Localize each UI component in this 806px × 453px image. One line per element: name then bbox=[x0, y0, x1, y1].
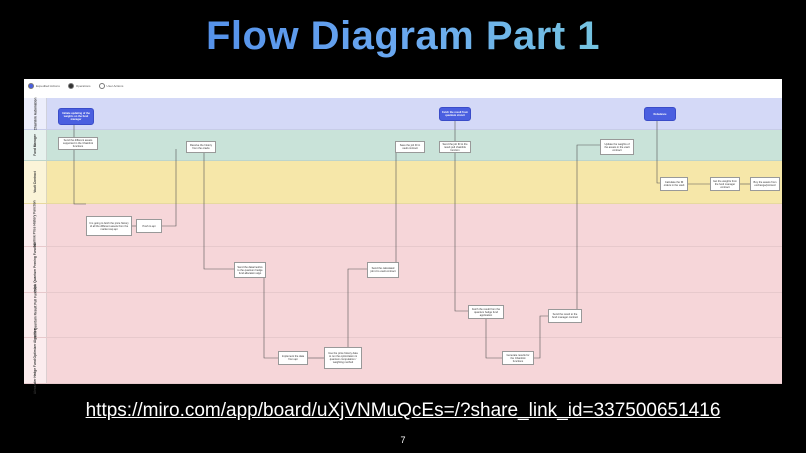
node-generate-results[interactable]: Generate results for the Chainlink funct… bbox=[502, 351, 534, 365]
legend-dot-icon bbox=[28, 83, 34, 89]
swimlanes: Chainlink Automation Fund Manager Vault … bbox=[24, 97, 782, 394]
miro-board[interactable]: Expedited Actions Operations User Action… bbox=[24, 79, 782, 394]
node-fetch-price-history[interactable]: It is going to fetch the price history o… bbox=[86, 216, 132, 236]
connector bbox=[203, 149, 234, 270]
connector bbox=[656, 121, 660, 184]
lane-vault-contract: Vault Contract bbox=[24, 161, 782, 204]
node-fetch-from-application[interactable]: Fetch the result from the quantum hedge … bbox=[468, 305, 504, 319]
connector bbox=[485, 319, 502, 359]
connector bbox=[576, 144, 600, 316]
node-send-to-fund-manager[interactable]: Send the result to the fund manager cont… bbox=[548, 309, 582, 323]
node-update-weights[interactable]: Update the weights of the assets in the … bbox=[600, 139, 634, 155]
node-calculate-fill-orders[interactable]: Calculate the fill orders in the vault bbox=[660, 177, 688, 191]
connector bbox=[263, 276, 278, 359]
node-push-to-api[interactable]: Push to api bbox=[136, 219, 162, 233]
lane-quantum-proving: Chainlink Quantum Proving Function bbox=[24, 241, 782, 298]
lane-optimizer-algorithm: Alexander Hedge Fund Optimizer Algorithm bbox=[24, 327, 782, 394]
page-number: 7 bbox=[400, 435, 406, 445]
legend-label: User Actions bbox=[106, 84, 124, 88]
connector bbox=[347, 268, 367, 358]
lane-quantum-result: Chainlink Quantum Result Pull Function bbox=[24, 285, 782, 345]
board-share-link[interactable]: https://miro.com/app/board/uXjVNMuQcEs=/… bbox=[85, 400, 721, 421]
node-get-weights[interactable]: Get the weights from the fund manager co… bbox=[710, 177, 740, 191]
node-initiate-weights[interactable]: Initiate updating of the weights on the … bbox=[58, 108, 94, 125]
node-buy-assets[interactable]: Buy the assets from exchange/protocol bbox=[750, 177, 780, 191]
connector bbox=[454, 149, 468, 312]
node-rebalance[interactable]: Rebalance bbox=[644, 107, 676, 121]
connector bbox=[532, 315, 548, 359]
node-save-job-id[interactable]: Save the job ID in vault contract bbox=[395, 141, 425, 153]
slide-title: Flow Diagram Part 1 bbox=[0, 14, 806, 59]
node-fetch-quantum-result[interactable]: Fetch the result from quantum circuit bbox=[439, 107, 471, 121]
lane-price-history: Chainlink Price History Function bbox=[24, 200, 782, 250]
legend-label: Operations bbox=[75, 84, 91, 88]
legend-dot-icon bbox=[98, 83, 105, 89]
node-send-job-id[interactable]: Send the calculated job id to vault cont… bbox=[367, 262, 399, 278]
node-send-assets[interactable]: Send the different assets supported in t… bbox=[58, 137, 98, 150]
node-send-job-to-pull[interactable]: Send the job ID to the result pull chain… bbox=[439, 141, 471, 153]
connector bbox=[162, 149, 177, 227]
legend-item-user: User Actions bbox=[98, 83, 124, 89]
board-legend: Expedited Actions Operations User Action… bbox=[24, 79, 782, 93]
legend-item-operations: Operations bbox=[67, 83, 91, 89]
node-send-metrics[interactable]: Send the data/metrics to the quantum hed… bbox=[234, 262, 266, 278]
legend-item-expedited: Expedited Actions bbox=[28, 83, 60, 89]
node-receive-history[interactable]: Receive the history from the oracle bbox=[186, 141, 216, 153]
node-run-optimization[interactable]: Use the price history data to run the op… bbox=[324, 347, 362, 369]
connector bbox=[73, 149, 86, 205]
legend-label: Expedited Actions bbox=[36, 84, 60, 88]
connector-lines bbox=[73, 121, 750, 359]
node-implement-data[interactable]: Implement the data from api bbox=[278, 351, 308, 365]
legend-dot-icon bbox=[67, 83, 74, 89]
